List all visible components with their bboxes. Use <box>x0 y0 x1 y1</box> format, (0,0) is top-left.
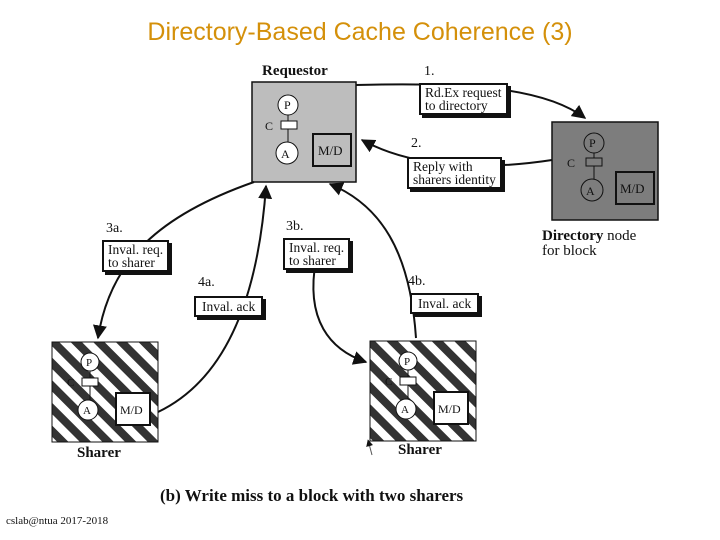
directory-node <box>551 121 659 221</box>
step-3b-message: Inval. req. to sharer <box>283 238 351 270</box>
step-4b-message: Inval. ack <box>410 293 480 314</box>
requestor-p-label: P <box>284 98 291 112</box>
arrow-step-4a <box>157 184 273 413</box>
step-4a-number: 4a. <box>198 275 215 290</box>
requestor-node <box>251 81 357 183</box>
sharer-right-c-label: C <box>385 376 393 388</box>
step-3b-line1: Inval. req. <box>289 240 345 255</box>
sharer-right-a-label: A <box>401 404 409 416</box>
directory-label-line2: for block <box>542 243 597 259</box>
sharer-left-md-label: M/D <box>120 403 143 417</box>
sharer-left-node <box>51 341 159 443</box>
slide-title: Directory-Based Cache Coherence (3) <box>147 18 573 46</box>
step-4b-line1: Inval. ack <box>418 296 472 311</box>
arrow-step-3b <box>312 259 368 365</box>
slide-footer: cslab@ntua 2017-2018 <box>6 515 109 527</box>
step-1-number: 1. <box>424 64 435 79</box>
step-1-line1: Rd.Ex request <box>425 85 502 100</box>
sharer-right-p-label: P <box>404 356 411 368</box>
step-3a-line1: Inval. req. <box>108 242 164 257</box>
sharer-right-node <box>369 340 477 442</box>
directory-p-label: P <box>589 136 596 150</box>
directory-c-label: C <box>567 156 576 170</box>
step-1-line2: to directory <box>425 98 488 113</box>
directory-label-bold: Directory <box>542 228 604 244</box>
sharer-right-md-label: M/D <box>438 402 461 416</box>
step-3a-number: 3a. <box>106 221 123 236</box>
requestor-c-label: C <box>265 119 274 133</box>
directory-label-rest: node <box>603 228 637 244</box>
sharer-left-label: Sharer <box>77 445 121 461</box>
step-3b-line2: to sharer <box>289 253 336 268</box>
sharer-left-a-label: A <box>83 405 91 417</box>
step-4b-number: 4b. <box>408 274 426 289</box>
requestor-a-label: A <box>281 147 290 161</box>
sharer-right-label: Sharer <box>398 442 442 458</box>
sharer-left-c-label: C <box>67 377 75 389</box>
arrow-tick <box>366 439 374 456</box>
step-1-message: Rd.Ex request to directory <box>419 83 508 115</box>
requestor-md-label: M/D <box>318 143 343 158</box>
step-2-line2: sharers identity <box>413 172 496 187</box>
step-4a-line1: Inval. ack <box>202 299 256 314</box>
directory-md-label: M/D <box>620 181 645 196</box>
step-2-number: 2. <box>411 136 422 151</box>
step-3b-number: 3b. <box>286 219 304 234</box>
sharer-left-p-label: P <box>86 357 93 369</box>
step-2-message: Reply with sharers identity <box>407 157 502 189</box>
step-3a-message: Inval. req. to sharer <box>102 240 170 272</box>
requestor-label: Requestor <box>262 63 328 79</box>
directory-a-label: A <box>586 184 595 198</box>
directory-label: Directory node <box>542 228 637 244</box>
step-4a-message: Inval. ack <box>194 296 264 317</box>
step-3a-line2: to sharer <box>108 255 155 270</box>
step-2-line1: Reply with <box>413 159 473 174</box>
diagram-caption: (b) Write miss to a block with two share… <box>160 486 464 505</box>
